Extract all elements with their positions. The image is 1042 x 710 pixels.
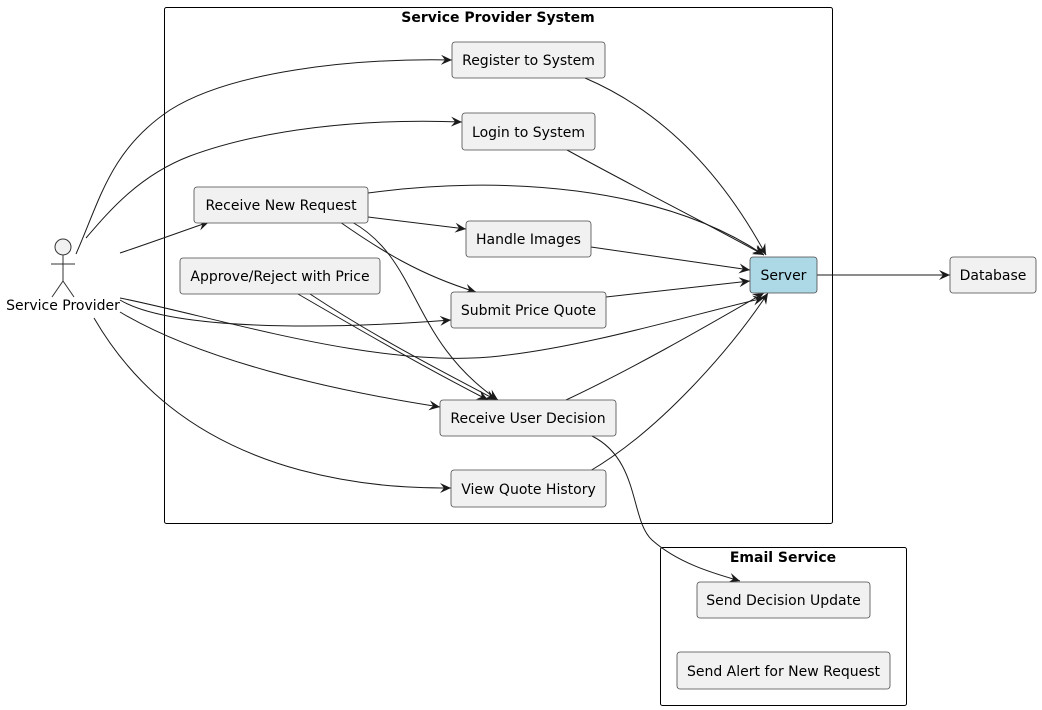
email-service-boundary: Email Service bbox=[660, 547, 907, 706]
edge-approve-receive-decision-2 bbox=[297, 293, 489, 401]
edge-handle-images-server bbox=[590, 246, 751, 274]
actor-head-icon bbox=[54, 238, 72, 256]
edge-view-history-server bbox=[589, 292, 769, 472]
edge-actor-view-history bbox=[93, 317, 452, 493]
use-case-label: Send Alert for New Request bbox=[687, 664, 881, 680]
edge-register-server bbox=[584, 77, 767, 256]
edge-approve-receive-decision-1 bbox=[309, 293, 497, 401]
use-case-approve-reject[interactable]: Approve/Reject with Price bbox=[179, 257, 381, 295]
edges bbox=[75, 54, 950, 583]
database-label: Database bbox=[960, 268, 1027, 284]
edge-receive-decision-server bbox=[565, 292, 765, 401]
use-case-send-decision-update[interactable]: Send Decision Update bbox=[696, 581, 871, 619]
actor-label: Service Provider bbox=[6, 298, 120, 314]
system-title: Service Provider System bbox=[401, 10, 594, 26]
use-case-label: View Quote History bbox=[461, 482, 596, 498]
use-case-view-quote-history[interactable]: View Quote History bbox=[450, 469, 607, 508]
edge-actor-login bbox=[85, 116, 463, 239]
edge-request-submit-quote bbox=[339, 221, 477, 294]
email-service-title: Email Service bbox=[730, 550, 836, 566]
use-case-register[interactable]: Register to System bbox=[451, 41, 606, 79]
edge-actor-receive-decision bbox=[119, 311, 441, 411]
use-case-label: Handle Images bbox=[476, 232, 581, 248]
edge-request-receive-decision bbox=[351, 221, 499, 401]
use-case-submit-price-quote[interactable]: Submit Price Quote bbox=[450, 291, 607, 329]
use-case-receive-new-request[interactable]: Receive New Request bbox=[193, 186, 369, 224]
component-server[interactable]: Server bbox=[749, 256, 818, 294]
edge-submit-quote-server bbox=[605, 277, 751, 298]
server-label: Server bbox=[761, 268, 807, 284]
edge-decision-send-update bbox=[591, 435, 741, 583]
edge-actor-register bbox=[75, 54, 453, 255]
use-case-send-alert[interactable]: Send Alert for New Request bbox=[676, 651, 891, 690]
use-case-label: Receive New Request bbox=[205, 198, 357, 214]
use-case-handle-images[interactable]: Handle Images bbox=[465, 220, 592, 258]
component-database[interactable]: Database bbox=[949, 256, 1037, 294]
use-case-label: Login to System bbox=[472, 125, 585, 141]
service-provider-system-boundary: Service Provider System bbox=[164, 7, 833, 524]
use-case-label: Send Decision Update bbox=[706, 593, 860, 609]
edge-actor-server bbox=[119, 295, 765, 359]
use-case-label: Receive User Decision bbox=[450, 411, 605, 427]
edge-request-handle-images bbox=[367, 216, 467, 233]
use-case-label: Submit Price Quote bbox=[461, 303, 596, 319]
use-case-receive-user-decision[interactable]: Receive User Decision bbox=[439, 399, 617, 437]
use-case-label: Register to System bbox=[462, 53, 595, 69]
edge-actor-receive-request bbox=[119, 220, 210, 254]
actor-service-provider: Service Provider bbox=[6, 238, 120, 314]
use-case-login[interactable]: Login to System bbox=[461, 112, 596, 151]
edge-actor-submit-quote bbox=[119, 299, 452, 327]
use-case-label: Approve/Reject with Price bbox=[190, 269, 369, 285]
edge-request-server bbox=[367, 184, 765, 256]
edge-login-server bbox=[566, 149, 765, 256]
